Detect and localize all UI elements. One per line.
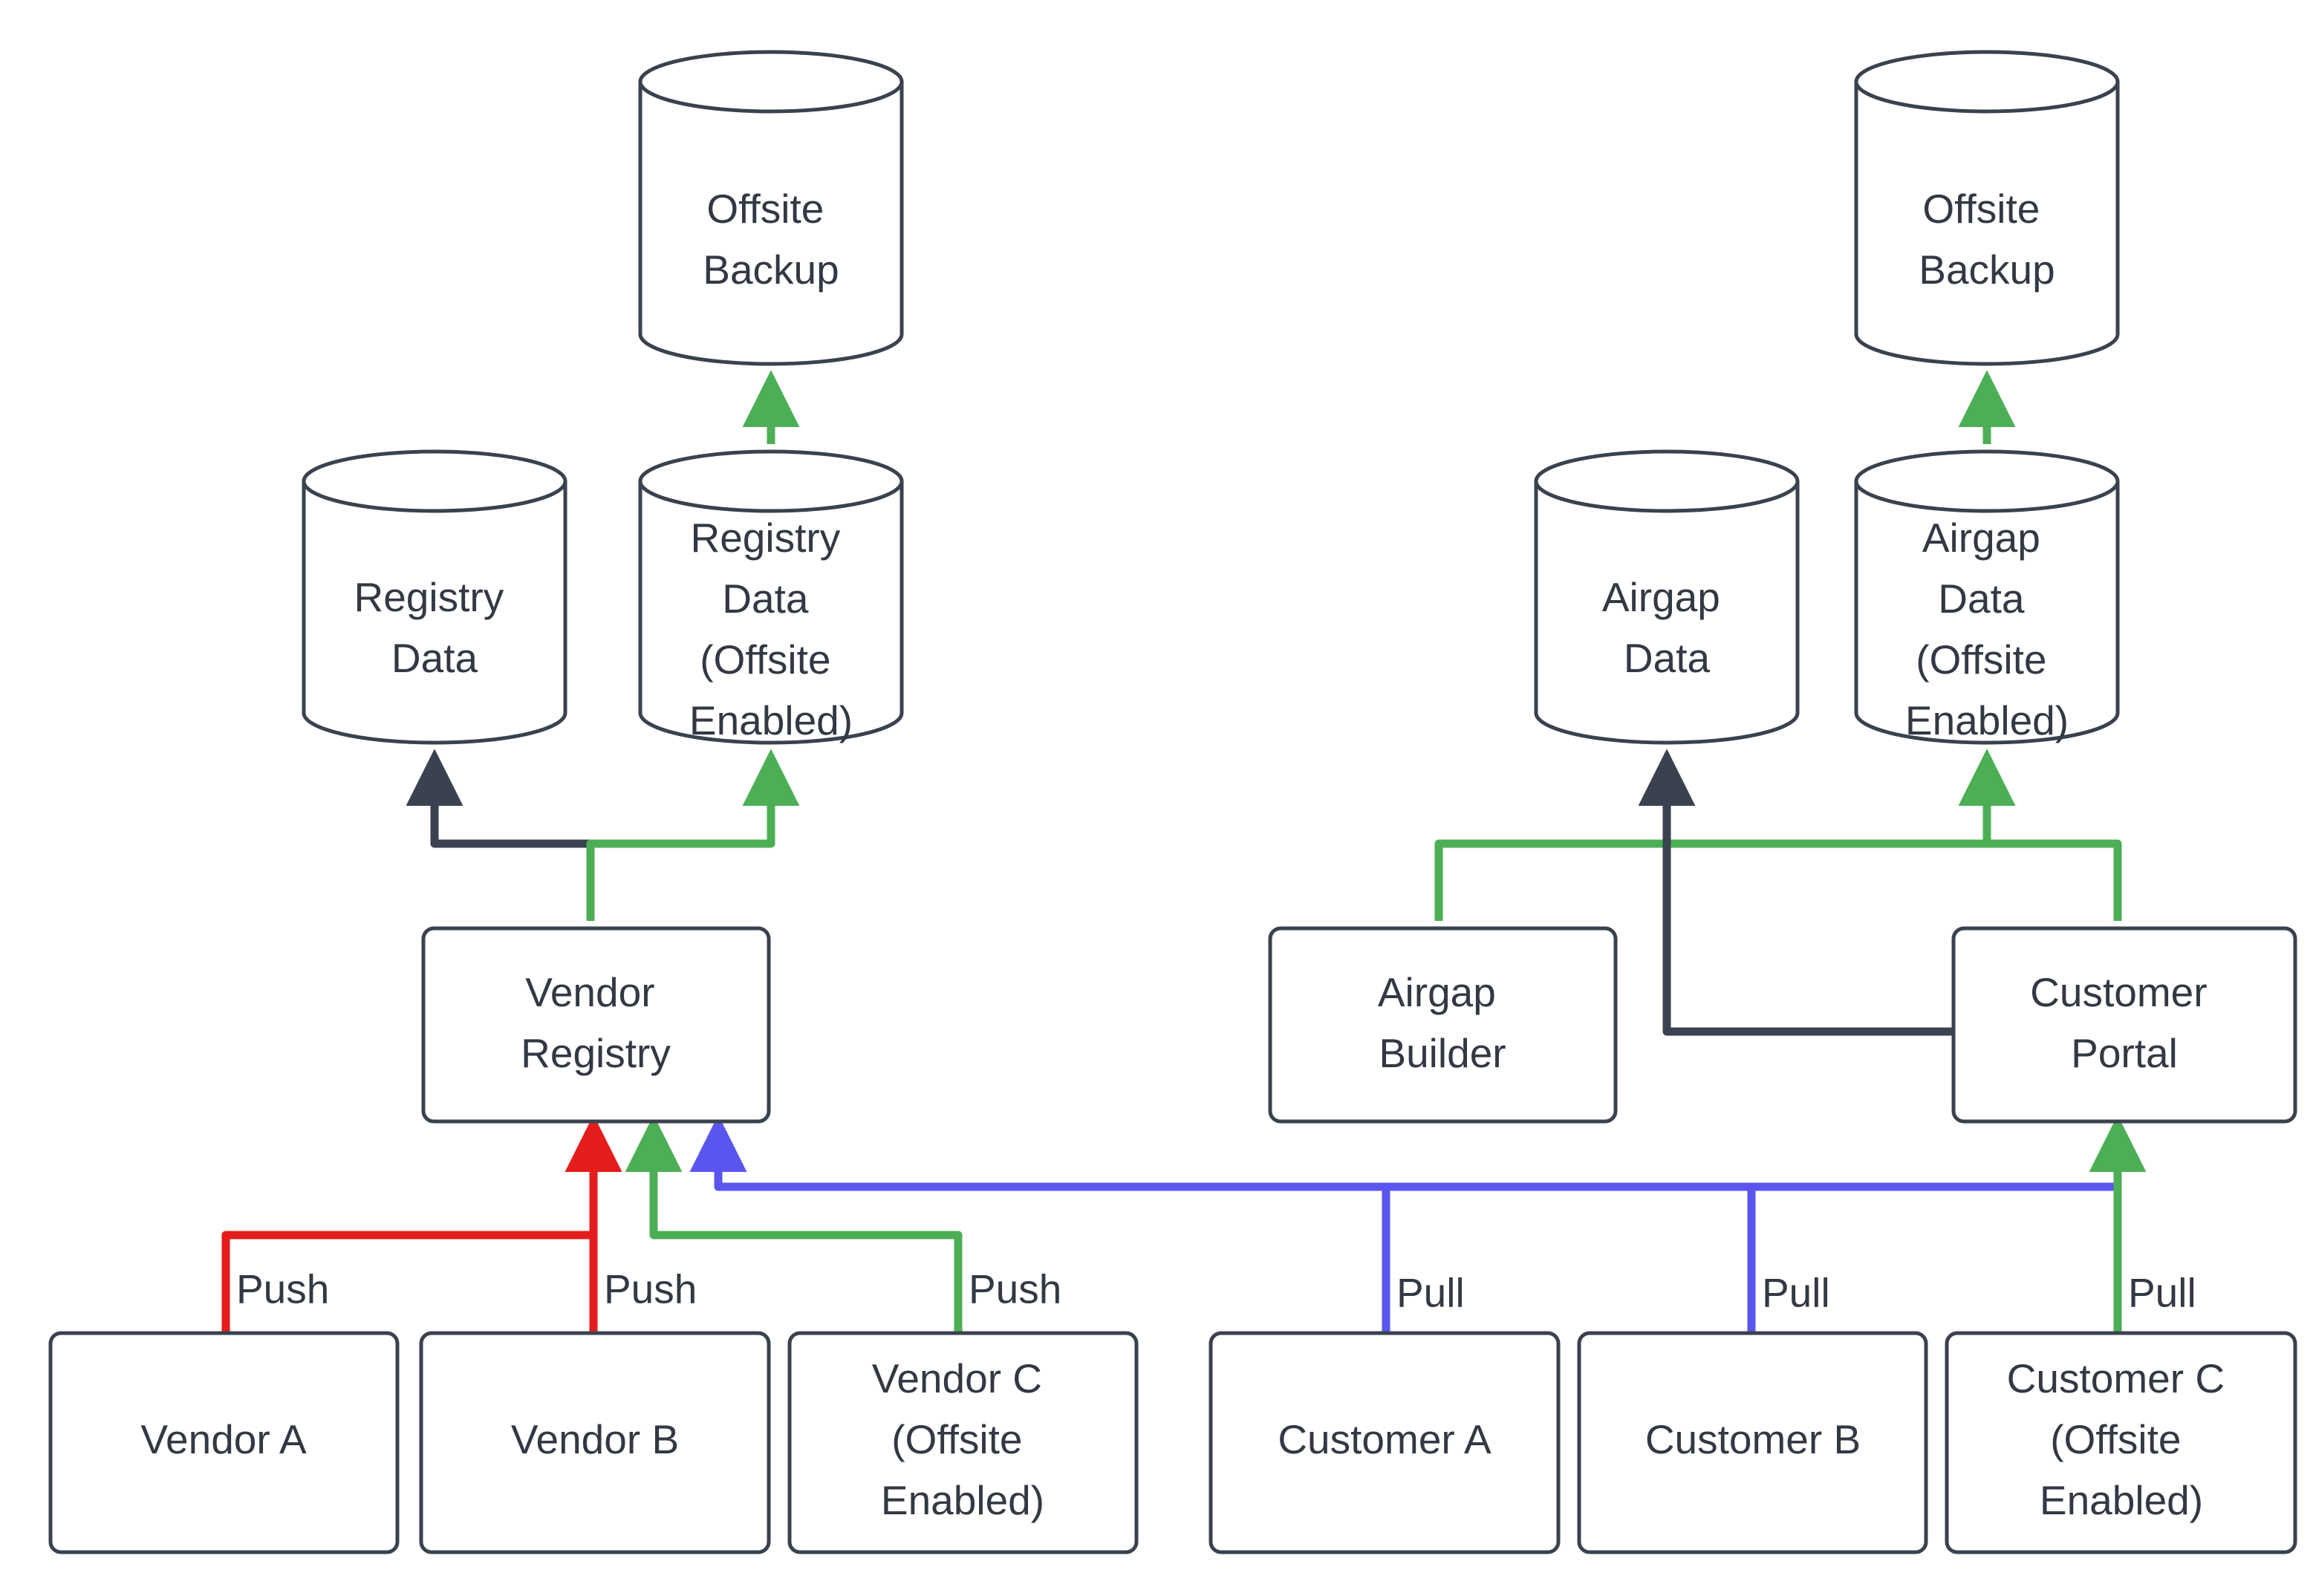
node-offsite-backup-left[interactable]: Offsite Backup (638, 50, 904, 366)
cylinder-top (302, 449, 567, 513)
cylinder-body (302, 481, 567, 745)
node-customer-b[interactable]: Customer B (1577, 1331, 1928, 1554)
cylinder-top (1534, 449, 1800, 513)
edge-airgap-builder-to-airgap-offsite (1434, 749, 2016, 921)
node-label: Offsite Backup (1919, 186, 2055, 293)
node-label: Vendor B (511, 1416, 679, 1462)
node-label: Airgap Data (1602, 574, 1731, 681)
edge-vendor-c-to-registry (625, 1115, 963, 1333)
node-label: Customer B (1645, 1416, 1861, 1462)
cylinder-top (638, 449, 904, 513)
box-shape (787, 1331, 1139, 1554)
edge-label-pull-customer-a: Pull (1396, 1270, 1465, 1316)
box-shape (419, 1331, 771, 1554)
node-registry-data[interactable]: Registry Data (302, 449, 567, 745)
edge-layer (221, 370, 2147, 1333)
box-shape (48, 1331, 400, 1554)
edge-customer-b-to-registry (689, 1115, 1756, 1333)
cylinder-body (1534, 481, 1800, 745)
node-label: Vendor A (140, 1416, 307, 1462)
edge-label-push-vendor-c: Push (969, 1266, 1061, 1312)
edge-label-pull-customer-c: Pull (2128, 1270, 2196, 1316)
cylinder-body (1854, 82, 2120, 366)
node-airgap-data-offsite[interactable]: Airgap Data (Offsite Enabled) (1854, 449, 2120, 745)
node-label: Vendor Registry (521, 969, 671, 1076)
edge-label-push-vendor-a: Push (236, 1266, 329, 1312)
node-offsite-backup-right[interactable]: Offsite Backup (1854, 50, 2120, 366)
node-vendor-c[interactable]: Vendor C (Offsite Enabled) (787, 1331, 1139, 1554)
edge-label-push-vendor-b: Push (604, 1266, 697, 1312)
node-label: Airgap Builder (1378, 969, 1507, 1076)
box-shape (1268, 926, 1618, 1124)
node-customer-portal[interactable]: Customer Portal (1951, 926, 2297, 1124)
box-shape (1945, 1331, 2297, 1554)
edge-label-layer: Push Push Push Pull Pull Pull (236, 1266, 2196, 1316)
box-shape (421, 926, 771, 1124)
node-airgap-data[interactable]: Airgap Data (1534, 449, 1800, 745)
edge-vendor-registry-to-registry-data-offsite (586, 749, 800, 921)
box-shape (1577, 1331, 1928, 1554)
node-label: Customer Portal (2030, 969, 2219, 1076)
cylinder-body (638, 481, 904, 745)
cylinder-top (1854, 449, 2120, 513)
node-label: Registry Data (354, 574, 515, 681)
node-vendor-registry[interactable]: Vendor Registry (421, 926, 771, 1124)
cylinder-top (638, 50, 904, 114)
node-customer-a[interactable]: Customer A (1208, 1331, 1561, 1554)
node-label: Customer A (1278, 1416, 1491, 1462)
node-vendor-b[interactable]: Vendor B (419, 1331, 771, 1554)
node-label: Offsite Backup (703, 186, 839, 293)
node-customer-c[interactable]: Customer C (Offsite Enabled) (1945, 1331, 2297, 1554)
node-label: Customer C (Offsite Enabled) (2007, 1355, 2236, 1523)
cylinder-top (1854, 50, 2120, 114)
node-registry-data-offsite[interactable]: Registry Data (Offsite Enabled) (638, 449, 904, 745)
node-label: Airgap Data (Offsite Enabled) (1905, 515, 2069, 743)
box-shape (1208, 1331, 1561, 1554)
node-label: Registry Data (Offsite Enabled) (689, 515, 853, 743)
cylinder-body (638, 82, 904, 366)
node-airgap-builder[interactable]: Airgap Builder (1268, 926, 1618, 1124)
edge-vendor-registry-to-registry-data (406, 749, 595, 921)
edge-customer-portal-to-airgap-data (1638, 749, 1953, 1036)
node-label: Vendor C (Offsite Enabled) (872, 1355, 1054, 1523)
cylinder-body (1854, 481, 2120, 745)
edge-customer-portal-to-airgap-offsite (1958, 749, 2122, 921)
box-shape (1951, 926, 2297, 1124)
node-vendor-a[interactable]: Vendor A (48, 1331, 400, 1554)
edge-label-pull-customer-b: Pull (1762, 1270, 1830, 1316)
